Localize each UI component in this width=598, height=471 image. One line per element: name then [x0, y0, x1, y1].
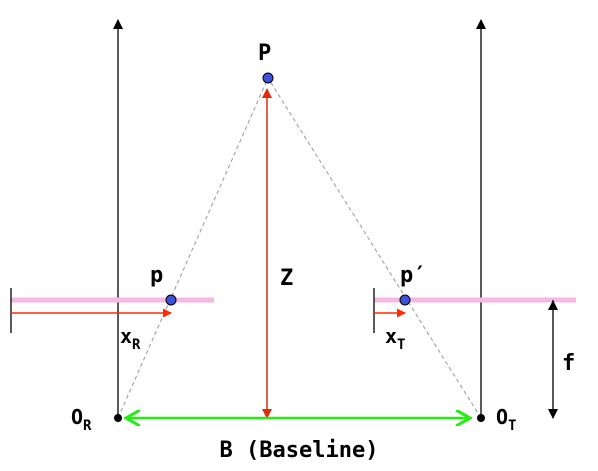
right-projection-ray — [267, 77, 482, 419]
label-o-r: OR — [71, 405, 92, 434]
label-p: p — [150, 263, 163, 288]
left-projection-ray — [117, 77, 269, 419]
focal-length-arrowhead-top — [548, 300, 558, 310]
left-image-point-p — [165, 294, 177, 306]
right-image-point-p-prime — [399, 294, 411, 306]
label-baseline: B (Baseline) — [220, 438, 379, 463]
scene-point-P — [262, 72, 274, 84]
label-o-t: OT — [496, 405, 516, 434]
right-camera-center — [477, 414, 485, 422]
label-p-prime: p′ — [400, 263, 427, 288]
label-x-t: xT — [385, 324, 405, 353]
label-P: P — [258, 41, 271, 66]
label-Z: Z — [280, 266, 293, 291]
label-x-r: xR — [120, 324, 141, 353]
label-f: f — [562, 351, 575, 376]
left-camera-center — [114, 414, 122, 422]
